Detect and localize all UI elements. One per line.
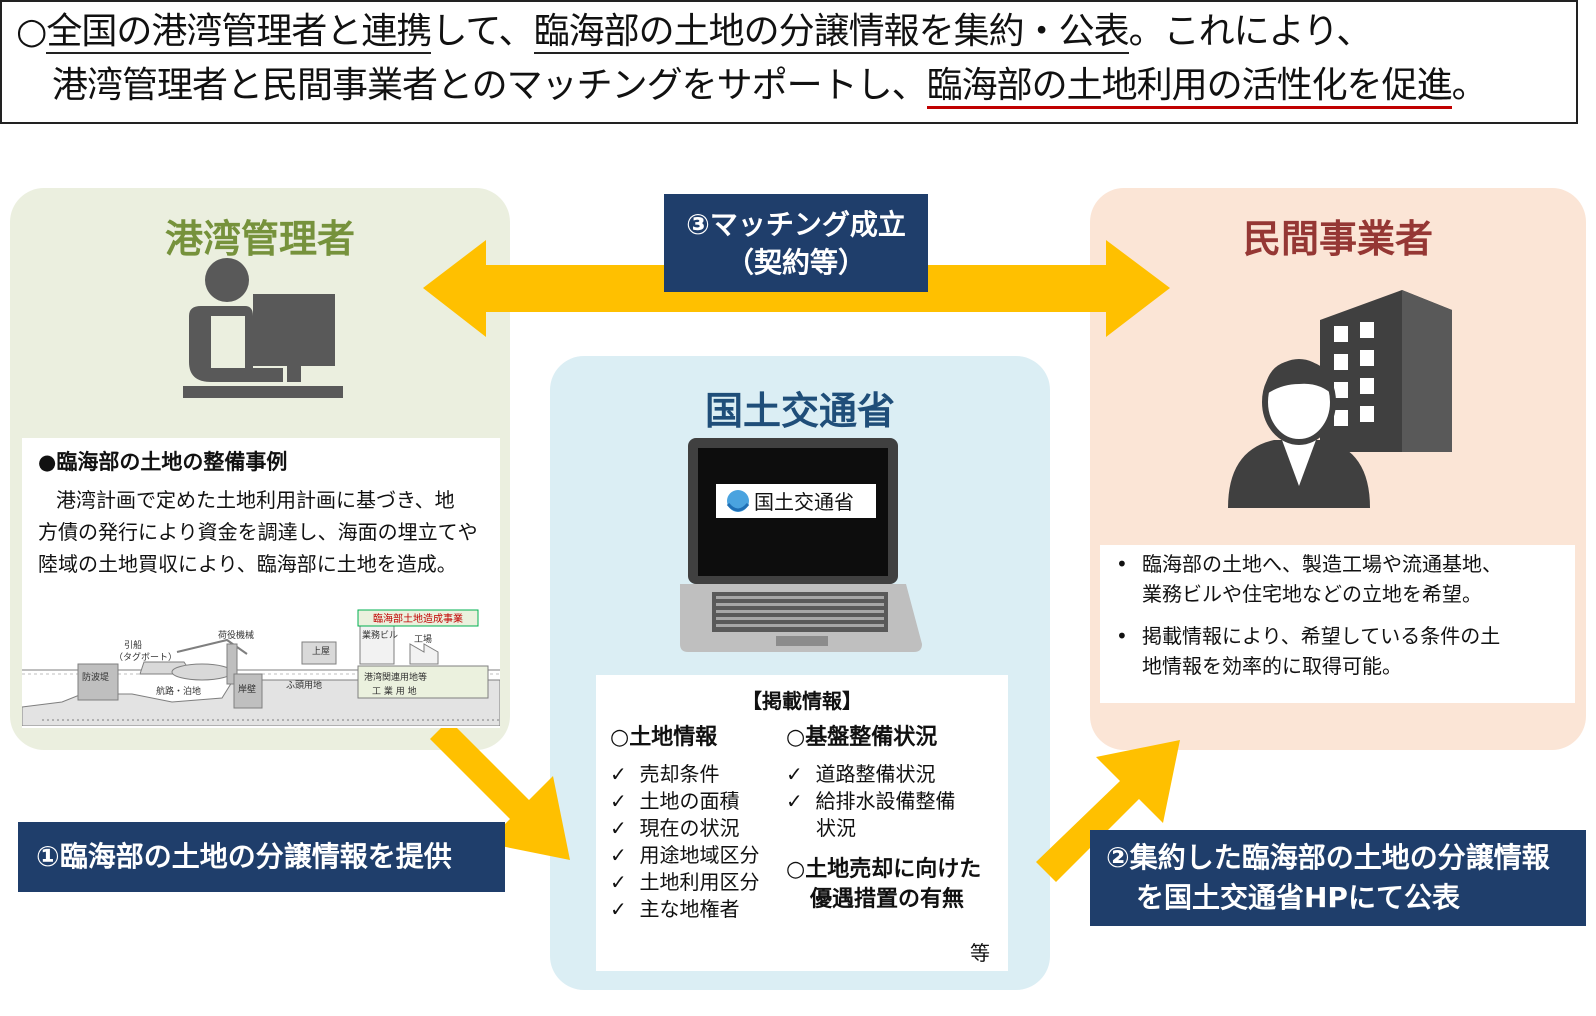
summary-text: 。これにより、 (1128, 11, 1373, 52)
preferential-heading-line: 優遇措置の有無 (810, 887, 965, 912)
land-info-item: ✓ 売却条件 (610, 761, 759, 788)
summary-text-underlined: 臨海部の土地の分譲情報を集約・公表 (533, 11, 1130, 54)
infrastructure-item-text: 給排水設備整備 (815, 789, 956, 813)
industrial-land-label: 工 業 用 地 (372, 685, 417, 697)
bullet-icon: • (1116, 552, 1128, 576)
breakwater-label: 防波堤 (82, 671, 109, 683)
port-land-label: 港湾関連用地等 (364, 671, 427, 683)
land-info-item-text: 土地の面積 (639, 789, 740, 813)
land-info-item-text: 土地利用区分 (639, 870, 760, 894)
check-icon: ✓ (610, 897, 627, 921)
check-icon: ✓ (610, 789, 627, 813)
land-info-item: ✓ 用途地域区分 (610, 842, 759, 869)
check-icon: ✓ (610, 762, 627, 786)
port-example-line: 港湾計画で定めた土地利用計画に基づき、地 (56, 488, 455, 512)
land-info-item-text: 現在の状況 (639, 816, 740, 840)
summary-text-underlined: 全国の港湾管理者と連携 (46, 11, 432, 54)
tugboat-label: 引船 (124, 639, 142, 651)
listing-info-box: 【掲載情報】 ○土地情報 ○基盤整備状況 ✓ 売却条件 ✓ 土地の面積 ✓ 現在… (596, 675, 1008, 971)
etc-label: 等 (970, 941, 990, 965)
land-reclamation-figure: 臨海部土地造成事業 引船 （タグボート） 荷役機械 上屋 業務ビル 工場 防波堤… (22, 609, 500, 726)
arrow-to-private (1016, 740, 1180, 882)
mlit-screen-label: 国土交通省 (754, 490, 854, 514)
infrastructure-item-text: 道路整備状況 (815, 762, 936, 786)
quay-label: 岸壁 (238, 683, 256, 695)
port-manager-title: 港湾管理者 (164, 217, 355, 261)
private-bullet-text: 臨海部の土地へ、製造工場や流通基地、 (1142, 552, 1502, 576)
summary-header: ○全国の港湾管理者と連携して、臨海部の土地の分譲情報を集約・公表。これにより、 … (0, 0, 1578, 124)
land-info-item: ✓ 土地の面積 (610, 788, 759, 815)
summary-line-2: 港湾管理者と民間事業者とのマッチングをサポートし、臨海部の土地利用の活性化を促進… (52, 64, 1488, 109)
summary-line-1: ○全国の港湾管理者と連携して、臨海部の土地の分譲情報を集約・公表。これにより、 (16, 10, 1373, 54)
preferential-heading-line: ○土地売却に向けた (786, 857, 982, 882)
mlit-title: 国土交通省 (704, 389, 895, 433)
land-info-item-text: 用途地域区分 (639, 843, 760, 867)
channel-label: 航路・泊地 (156, 685, 201, 697)
check-icon: ✓ (610, 843, 627, 867)
check-icon: ✓ (610, 816, 627, 840)
bullet-icon: • (1116, 624, 1128, 648)
step2-label: ②集約した臨海部の土地の分譲情報 (1106, 841, 1550, 874)
infrastructure-item: ✓ 道路整備状況 (786, 761, 955, 788)
land-info-item-text: 売却条件 (639, 762, 720, 786)
port-example-line: 方債の発行により資金を調達し、海面の埋立てや (38, 520, 478, 544)
summary-text: して、 (431, 11, 534, 52)
person-at-computer-icon (183, 258, 343, 398)
port-example-heading: ●臨海部の土地の整備事例 (38, 450, 288, 474)
summary-text: 港湾管理者と民間事業者とのマッチングをサポートし、 (52, 65, 928, 106)
private-bullet-text: 業務ビルや住宅地などの立地を希望。 (1142, 582, 1482, 606)
businessperson-building-icon (1228, 290, 1452, 508)
private-bullet-text: 掲載情報により、希望している条件の土 (1142, 624, 1501, 648)
land-info-item-text: 主な地権者 (639, 897, 740, 921)
matching-box: ③マッチング成立 （契約等） (664, 194, 928, 292)
check-icon: ✓ (786, 762, 803, 786)
port-example-line: 陸域の土地買収により、臨海部に土地を造成。 (38, 552, 457, 576)
matching-sublabel: （契約等） (725, 246, 866, 279)
step2-label: を国土交通省HPにて公表 (1136, 881, 1460, 914)
summary-circle-mark: ○ (16, 11, 47, 52)
preferential-measures-heading: ○土地売却に向けた 優遇措置の有無 (786, 855, 981, 915)
private-bullet-text: 地情報を効率的に取得可能。 (1142, 654, 1402, 678)
shed-label: 上屋 (312, 646, 330, 657)
private-business-title: 民間事業者 (1242, 217, 1433, 261)
step1-label: ①臨海部の土地の分譲情報を提供 (36, 840, 452, 873)
land-info-item: ✓ 現在の状況 (610, 815, 759, 842)
tugboat-sub-label: （タグボート） (114, 651, 177, 663)
infrastructure-item: ✓ 給排水設備整備 (786, 788, 955, 815)
listing-info-title: 【掲載情報】 (742, 689, 862, 713)
cargo-machine-label: 荷役機械 (218, 629, 254, 641)
private-needs-box: • 臨海部の土地へ、製造工場や流通基地、 業務ビルや住宅地などの立地を希望。 •… (1100, 545, 1575, 703)
land-info-item: ✓ 土地利用区分 (610, 869, 759, 896)
matching-label: ③マッチング成立 (686, 208, 906, 241)
private-bullet-1: • 臨海部の土地へ、製造工場や流通基地、 業務ビルや住宅地などの立地を希望。 (1116, 549, 1502, 606)
office-label: 業務ビル (362, 629, 398, 641)
check-icon: ✓ (610, 870, 627, 894)
summary-text: 。 (1451, 65, 1488, 106)
infrastructure-item-cont: 状況 (816, 816, 856, 840)
project-label: 臨海部土地造成事業 (373, 612, 463, 625)
land-info-heading: ○土地情報 (610, 725, 718, 750)
summary-text-emphasis: 臨海部の土地利用の活性化を促進 (926, 65, 1453, 109)
land-info-item: ✓ 主な地権者 (610, 896, 759, 923)
factory-label: 工場 (414, 633, 432, 645)
private-bullet-2: • 掲載情報により、希望している条件の土 地情報を効率的に取得可能。 (1116, 621, 1500, 678)
wharf-land-label: ふ頭用地 (286, 679, 322, 691)
port-example-box: ●臨海部の土地の整備事例 港湾計画で定めた土地利用計画に基づき、地 方債の発行に… (22, 438, 500, 728)
step1-box: ①臨海部の土地の分譲情報を提供 (18, 822, 505, 892)
check-icon: ✓ (786, 789, 803, 813)
land-info-list: ✓ 売却条件 ✓ 土地の面積 ✓ 現在の状況 ✓ 用途地域区分 ✓ 土地利用区分… (610, 761, 759, 923)
laptop-icon: 国土交通省 (680, 438, 922, 652)
arrow-to-mlit (409, 720, 570, 860)
infrastructure-list: ✓ 道路整備状況 ✓ 給排水設備整備 状況 (786, 761, 955, 842)
step2-box: ②集約した臨海部の土地の分譲情報 を国土交通省HPにて公表 (1090, 830, 1586, 926)
infrastructure-heading: ○基盤整備状況 (786, 725, 938, 750)
